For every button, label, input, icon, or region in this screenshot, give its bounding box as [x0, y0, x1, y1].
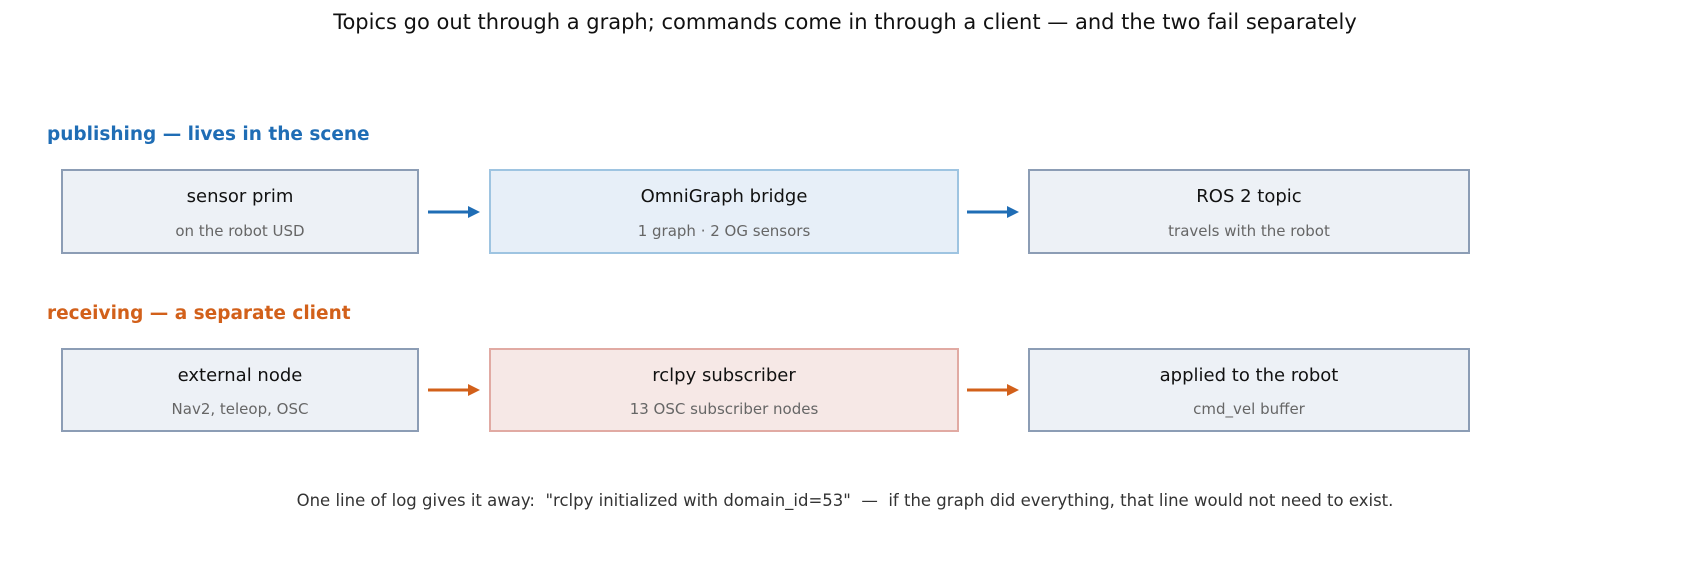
- receiving-section-label: receiving — a separate client: [47, 303, 351, 324]
- receiving-arrow-2: [967, 384, 1019, 396]
- sensor-prim-node: sensor prim on the robot USD: [61, 169, 419, 254]
- rclpy-subscriber-node: rclpy subscriber 13 OSC subscriber nodes: [489, 348, 959, 432]
- node-title: ROS 2 topic: [1196, 186, 1302, 207]
- node-title: sensor prim: [186, 186, 294, 207]
- external-node-node: external node Nav2, teleop, OSC: [61, 348, 419, 432]
- node-title: external node: [177, 365, 303, 386]
- node-title: OmniGraph bridge: [640, 186, 808, 207]
- publishing-arrow-1: [428, 206, 480, 218]
- ros2-topic-node: ROS 2 topic travels with the robot: [1028, 169, 1470, 254]
- node-title: applied to the robot: [1159, 365, 1339, 386]
- log-footnote: One line of log gives it away: "rclpy in…: [296, 491, 1394, 510]
- node-subtitle: Nav2, teleop, OSC: [171, 400, 309, 418]
- node-subtitle: travels with the robot: [1168, 222, 1330, 240]
- receiving-arrow-1: [428, 384, 480, 396]
- node-subtitle: 13 OSC subscriber nodes: [629, 400, 819, 418]
- node-subtitle: cmd_vel buffer: [1193, 400, 1305, 418]
- applied-to-robot-node: applied to the robot cmd_vel buffer: [1028, 348, 1470, 432]
- node-title: rclpy subscriber: [652, 365, 796, 386]
- omnigraph-bridge-node: OmniGraph bridge 1 graph · 2 OG sensors: [489, 169, 959, 254]
- publishing-arrow-2: [967, 206, 1019, 218]
- node-subtitle: on the robot USD: [175, 222, 305, 240]
- publishing-section-label: publishing — lives in the scene: [47, 124, 370, 145]
- diagram-title: Topics go out through a graph; commands …: [333, 10, 1357, 34]
- node-subtitle: 1 graph · 2 OG sensors: [637, 222, 811, 240]
